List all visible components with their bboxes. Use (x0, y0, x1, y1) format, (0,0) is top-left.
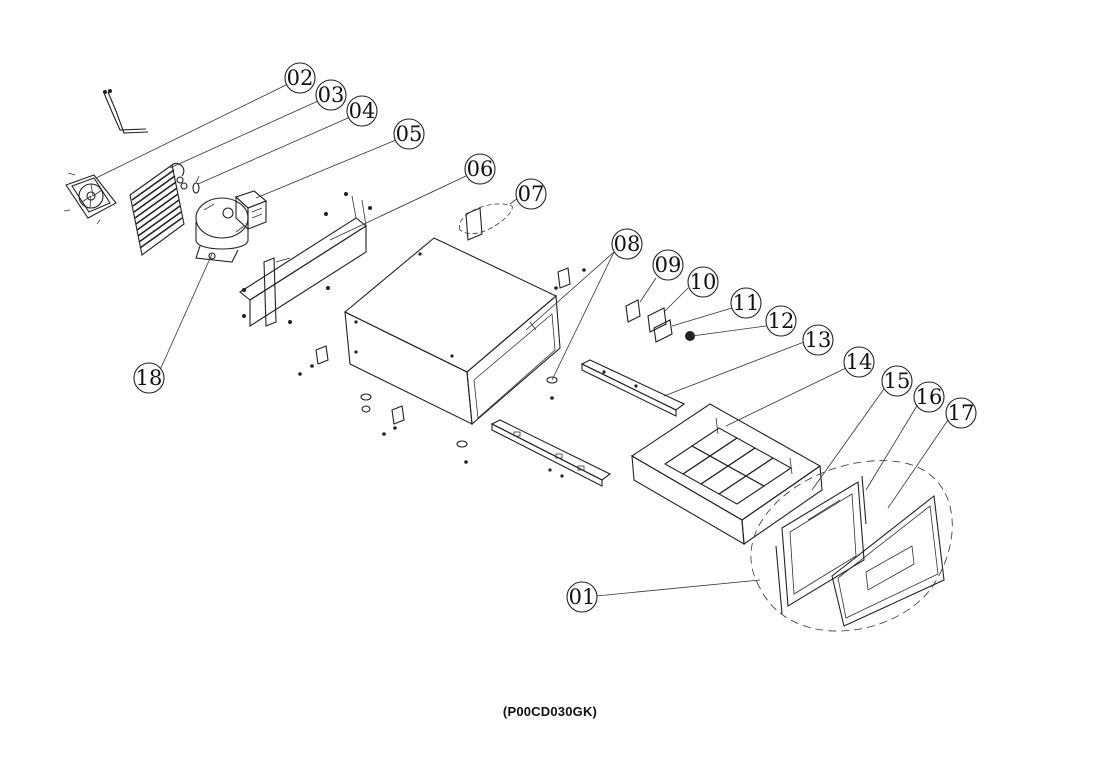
callout-03: 03 (315, 79, 347, 111)
svg-text:06: 06 (467, 157, 494, 181)
svg-text:18: 18 (136, 366, 163, 390)
svg-text:15: 15 (884, 369, 911, 393)
compressor (195, 197, 249, 263)
cabinet-brackets (298, 203, 586, 464)
callout-16: 16 (913, 381, 945, 413)
leader-lines (95, 83, 949, 597)
svg-text:09: 09 (655, 253, 682, 277)
callout-14: 14 (843, 346, 875, 378)
callout-05: 05 (393, 118, 425, 150)
door-assembly (750, 460, 953, 632)
callout-13: 13 (802, 324, 834, 356)
callout-01: 01 (566, 581, 598, 613)
svg-text:10: 10 (690, 270, 717, 294)
callout-10: 10 (687, 266, 719, 298)
callout-labels: 01 02 03 04 05 06 07 08 09 10 11 12 13 1… (133, 62, 977, 613)
sensor-part (192, 175, 200, 194)
svg-text:12: 12 (768, 309, 795, 333)
callout-18: 18 (133, 362, 165, 394)
wire-harness (103, 89, 149, 134)
svg-text:03: 03 (318, 83, 345, 107)
cabinet-body (343, 237, 561, 426)
svg-text:05: 05 (396, 122, 423, 146)
svg-text:04: 04 (349, 99, 376, 123)
callout-02: 02 (284, 62, 316, 94)
condenser-fan (63, 172, 117, 225)
compressor-bracket (239, 192, 372, 328)
svg-text:07: 07 (518, 182, 545, 206)
svg-text:16: 16 (916, 385, 943, 409)
drawer-basket (630, 403, 823, 546)
svg-text:02: 02 (287, 66, 314, 90)
svg-text:11: 11 (733, 291, 760, 315)
hinge-parts (625, 299, 695, 343)
relay-box (234, 190, 268, 231)
callout-12: 12 (765, 305, 797, 337)
condenser-coil (129, 162, 188, 256)
slide-rails (490, 359, 686, 487)
callout-09: 09 (652, 249, 684, 281)
svg-text:17: 17 (948, 401, 975, 425)
callout-06: 06 (464, 153, 496, 185)
svg-text:13: 13 (805, 328, 832, 352)
svg-text:14: 14 (846, 350, 873, 374)
callout-04: 04 (346, 95, 378, 127)
callout-11: 11 (730, 287, 762, 319)
callout-07: 07 (515, 178, 547, 210)
callout-15: 15 (881, 365, 913, 397)
diagram-caption: (P00CD030GK) (502, 704, 598, 719)
svg-text:01: 01 (569, 585, 596, 609)
callout-17: 17 (945, 397, 977, 429)
callout-08: 08 (611, 228, 643, 260)
svg-text:08: 08 (614, 232, 641, 256)
